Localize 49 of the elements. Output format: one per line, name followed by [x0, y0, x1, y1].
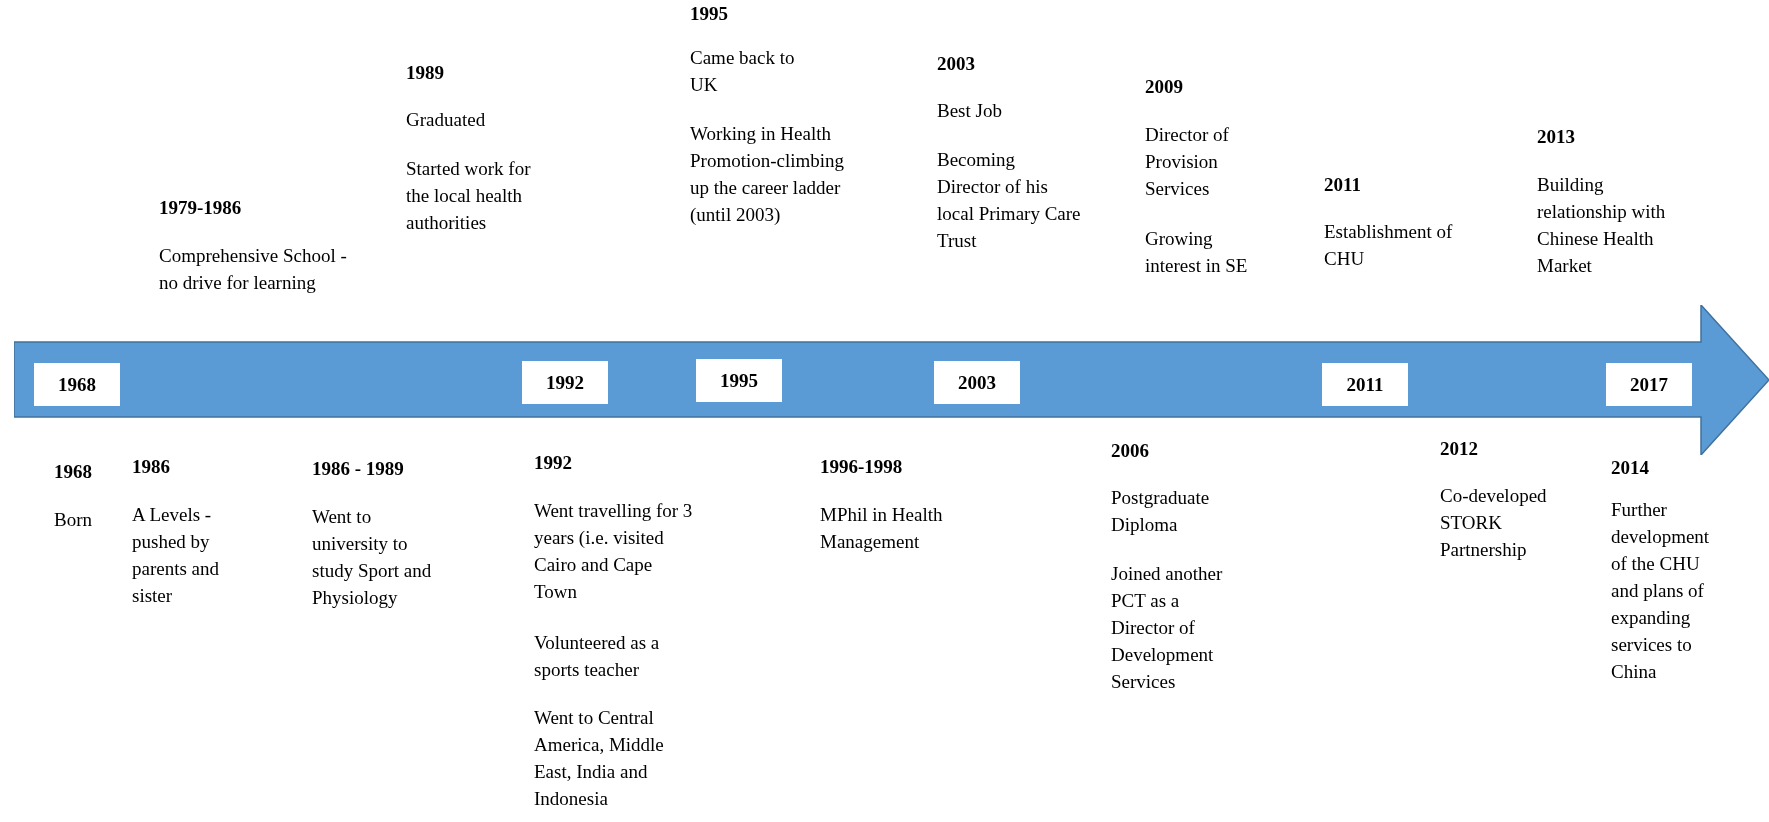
year-heading: 1986 - 1989	[312, 457, 404, 481]
event-text: Postgraduate Diploma	[1111, 486, 1211, 537]
year-heading: 1986	[132, 455, 170, 479]
event-text: Volunteered as a sports teacher	[534, 631, 661, 682]
event-text: Born	[54, 508, 92, 532]
year-heading: 2003	[937, 52, 975, 76]
event-text: Director of Provision Services	[1145, 123, 1230, 201]
event-text: Further development of the CHU and plans of expanding services to China	[1611, 498, 1711, 684]
event-text: Growing interest in SE	[1145, 227, 1249, 278]
year-label: 2017	[1630, 373, 1668, 396]
year-heading: 1968	[54, 460, 92, 484]
year-box	[1322, 363, 1408, 406]
event-text: Came back to UK	[690, 46, 796, 97]
year-label: 1992	[546, 371, 584, 394]
event-text: Went travelling for 3 years (i.e. visited Cairo and Cape Town	[534, 499, 694, 604]
year-box	[934, 361, 1020, 404]
year-heading: 1996-1998	[820, 455, 903, 479]
event-text: Joined another PCT as a Director of Development Services	[1111, 562, 1224, 694]
event-text: Started work for the local health authorities	[406, 157, 531, 235]
year-heading: 1995	[690, 2, 728, 26]
event-text: MPhil in Health Management	[820, 503, 944, 554]
event-text: Went to Central America, Middle East, India and Indonesia	[534, 706, 665, 811]
year-heading: 1979-1986	[159, 196, 242, 220]
event-text: Building relationship with Chinese Health Market	[1537, 173, 1667, 278]
event-text: A Levels - pushed by parents and sister	[132, 503, 221, 608]
year-box	[34, 363, 120, 406]
year-box	[696, 359, 782, 402]
year-heading: 2009	[1145, 75, 1183, 99]
event-text: Graduated	[406, 108, 486, 132]
year-heading: 2012	[1440, 437, 1478, 461]
event-text: Best Job	[937, 99, 1002, 123]
year-heading: 1992	[534, 451, 572, 475]
year-box	[1606, 363, 1692, 406]
year-heading: 2011	[1324, 173, 1361, 197]
year-heading: 2014	[1611, 456, 1649, 480]
event-text: Comprehensive School - no drive for learning	[159, 244, 348, 295]
year-heading: 2006	[1111, 439, 1149, 463]
event-text: Working in Health Promotion-climbing up the career ladder (until 2003)	[690, 122, 845, 227]
event-text: Went to university to study Sport and Physiology	[312, 505, 433, 610]
event-text: Co-developed STORK Partnership	[1440, 484, 1548, 562]
event-text: Becoming Director of his local Primary Care Trust	[937, 148, 1082, 253]
year-label: 2003	[958, 371, 996, 394]
year-box	[522, 361, 608, 404]
year-heading: 2013	[1537, 125, 1575, 149]
year-label: 1995	[720, 369, 758, 392]
year-heading: 1989	[406, 61, 444, 85]
year-label: 1968	[58, 373, 96, 396]
year-label: 2011	[1346, 373, 1384, 396]
event-text: Establishment of CHU	[1324, 220, 1454, 271]
